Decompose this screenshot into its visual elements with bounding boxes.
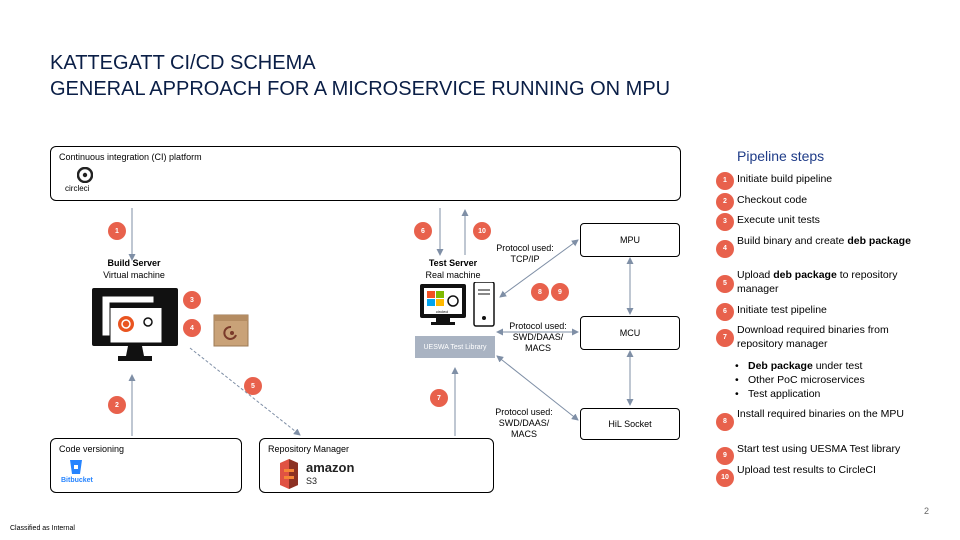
ci-platform-box: Continuous integration (CI) platform cir… [50, 146, 681, 201]
badge-6: 6 [414, 222, 432, 240]
badge-1: 1 [108, 222, 126, 240]
mpu-box: MPU [580, 223, 680, 257]
amazon-s3-logo: amazon S3 [278, 457, 358, 491]
page-number: 2 [924, 506, 930, 516]
circleci-logo-text: circleci [65, 184, 90, 193]
pipeline-subitem-1: Deb package under test [735, 359, 862, 373]
pipeline-subitem-3: Test application [735, 387, 820, 401]
debian-package-icon [213, 311, 249, 347]
bitbucket-logo: Bitbucket [61, 459, 101, 489]
step-badge-3: 3 [716, 213, 734, 231]
s3-logo-text: S3 [306, 476, 318, 486]
svg-text:circleci: circleci [436, 309, 448, 314]
amazon-logo-text: amazon [306, 460, 355, 475]
step-badge-10: 10 [716, 469, 734, 487]
code-versioning-label: Code versioning [59, 444, 125, 454]
build-server-monitor-icon [92, 288, 178, 364]
badge-9: 9 [551, 283, 569, 301]
classification-label: Classified as Internal [10, 525, 75, 532]
badge-8: 8 [531, 283, 549, 301]
build-server-title: Build Server [107, 258, 161, 268]
bitbucket-icon [70, 460, 82, 474]
test-server-subtitle: Real machine [425, 270, 481, 280]
pipeline-heading: Pipeline steps [737, 148, 825, 164]
pipeline-subitem-2: Other PoC microservices [735, 373, 865, 387]
protocol-label-hil: Protocol used:SWD/DAAS/MACS [495, 407, 553, 439]
step-badge-2: 2 [716, 193, 734, 211]
arrow-hil [496, 355, 579, 421]
bitbucket-logo-text: Bitbucket [61, 477, 93, 484]
slide-title: KATTEGATT CI/CD SCHEMA GENERAL APPROACH … [50, 50, 670, 102]
step-badge-4: 4 [716, 240, 734, 258]
badge-2: 2 [108, 396, 126, 414]
circleci-icon [77, 167, 93, 183]
repository-manager-label: Repository Manager [268, 444, 350, 454]
protocol-label-tcpip: Protocol used:TCP/IP [496, 243, 554, 264]
test-server-computer-icon: circleci [418, 281, 498, 330]
repository-manager-box: Repository Manager amazon S3 [259, 438, 494, 493]
step-badge-7: 7 [716, 329, 734, 347]
title-line-2: GENERAL APPROACH FOR A MICROSERVICE RUNN… [50, 78, 671, 100]
ci-platform-label: Continuous integration (CI) platform [59, 152, 202, 162]
step-badge-9: 9 [716, 447, 734, 465]
step-badge-1: 1 [716, 172, 734, 190]
step-badge-8: 8 [716, 413, 734, 431]
badge-5: 5 [244, 377, 262, 395]
badge-7: 7 [430, 389, 448, 407]
badge-10: 10 [473, 222, 491, 240]
uesma-test-library-bar: UESWA Test Library [415, 336, 495, 358]
aws-s3-icon [280, 459, 298, 489]
badge-4: 4 [183, 319, 201, 337]
hil-socket-box: HiL Socket [580, 408, 680, 440]
protocol-label-mcu: Protocol used:SWD/DAAS/MACS [509, 321, 567, 353]
step-badge-5: 5 [716, 275, 734, 293]
mcu-box: MCU [580, 316, 680, 350]
badge-3: 3 [183, 291, 201, 309]
circleci-logo: circleci [65, 167, 105, 197]
title-line-1: KATTEGATT CI/CD SCHEMA [50, 52, 316, 74]
code-versioning-box: Code versioning Bitbucket [50, 438, 242, 493]
build-server-subtitle: Virtual machine [103, 270, 165, 280]
arrow-tcpip [499, 239, 579, 298]
test-server-title: Test Server [428, 258, 478, 268]
step-badge-6: 6 [716, 303, 734, 321]
